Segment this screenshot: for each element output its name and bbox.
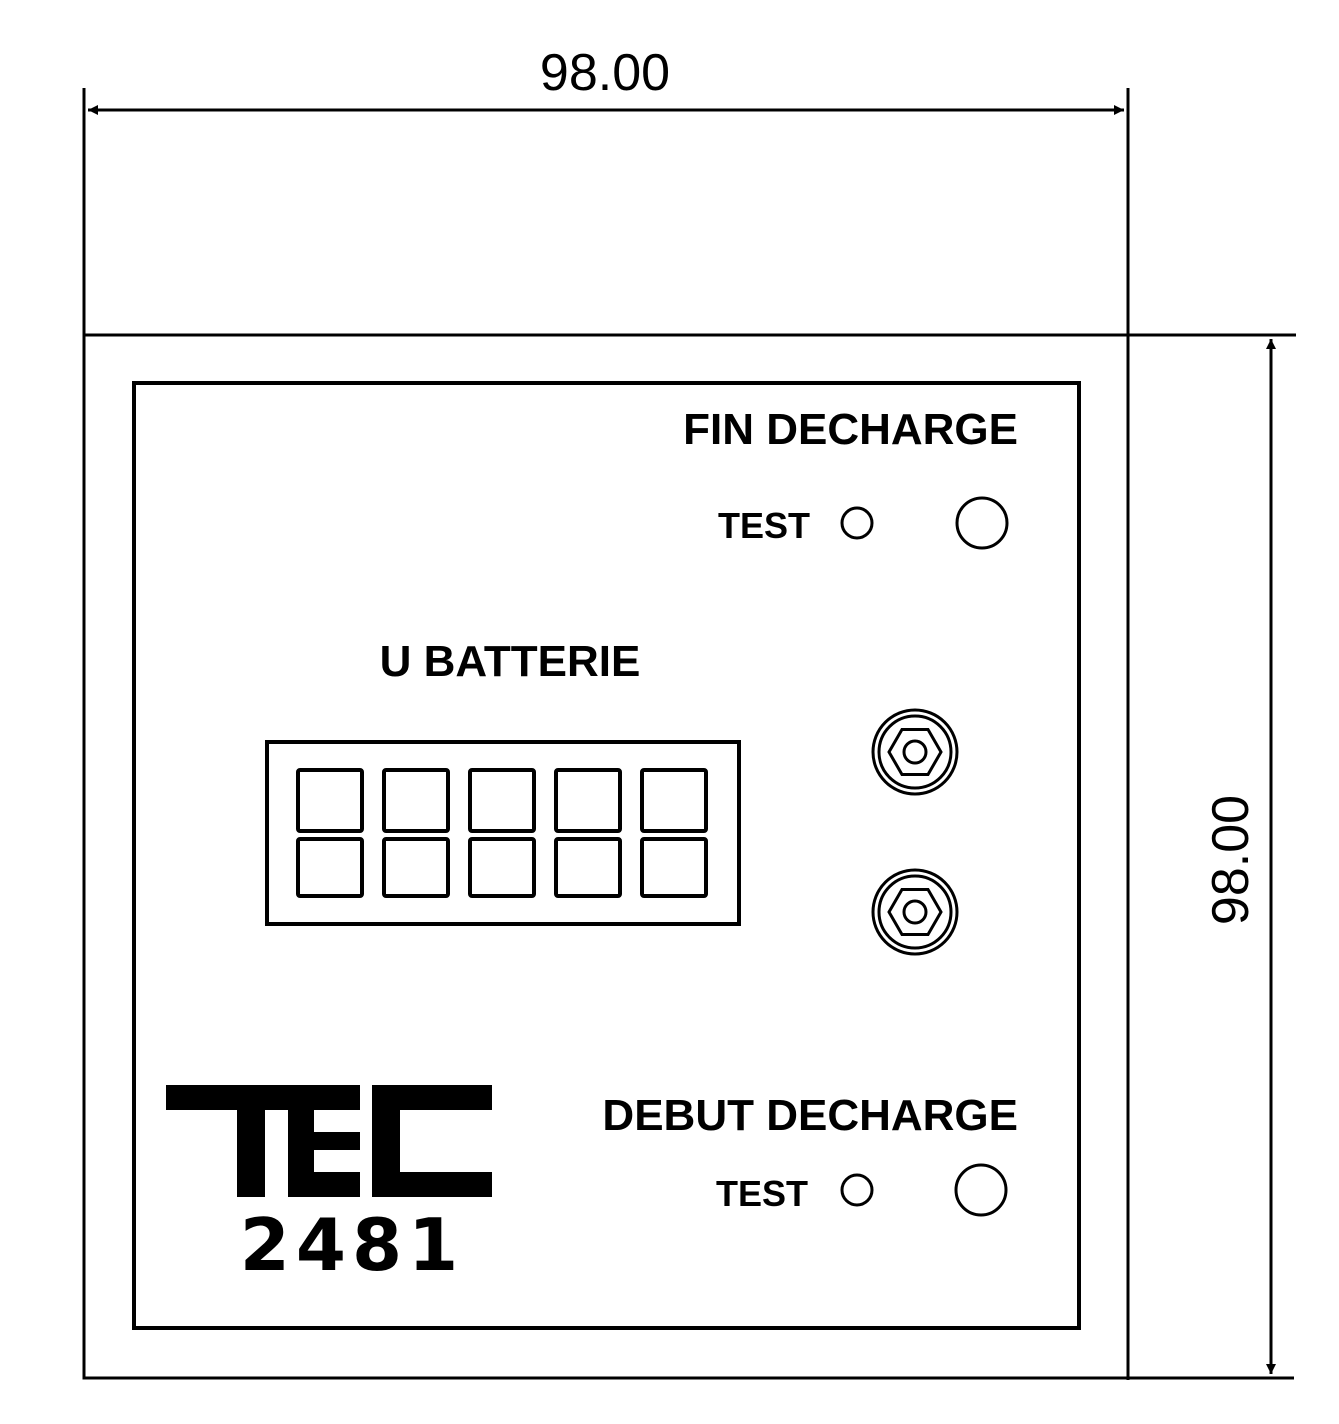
width-dimension-label: 98.00 — [540, 44, 670, 102]
tec-logo — [166, 1085, 492, 1197]
terminal-bottom — [871, 868, 959, 956]
display-window — [265, 740, 741, 926]
debut-decharge-title: DEBUT DECHARGE — [602, 1091, 1018, 1140]
display-digit — [554, 768, 622, 898]
display-digit — [382, 768, 450, 898]
digit-upper-segments — [468, 768, 536, 833]
seven-segment-display — [265, 740, 741, 926]
model-number: 2481 — [240, 1203, 464, 1287]
debut-decharge-section: DEBUT DECHARGE TEST — [602, 1091, 1018, 1217]
logo-t-stem — [237, 1085, 265, 1197]
height-dimension-label: 98.00 — [1202, 795, 1260, 925]
logo-e-middle — [288, 1132, 360, 1150]
logo-e-bottom — [288, 1172, 360, 1197]
debut-test-label: TEST — [716, 1173, 808, 1214]
logo-c-top — [372, 1085, 492, 1110]
fin-decharge-button[interactable] — [955, 496, 1009, 550]
display-digit — [640, 768, 708, 898]
outer-housing — [82, 333, 1130, 1380]
fin-decharge-section: FIN DECHARGE TEST — [683, 405, 1018, 550]
fin-test-led — [840, 506, 874, 540]
terminal-bottom-hex-nut — [887, 888, 943, 936]
terminal-top-hex-nut — [887, 728, 943, 776]
front-panel — [132, 381, 1081, 1330]
logo-e-top — [288, 1085, 360, 1110]
u-batterie-title: U BATTERIE — [380, 637, 641, 686]
debut-test-led — [840, 1173, 874, 1207]
digit-upper-segments — [296, 768, 364, 833]
digit-lower-segments — [382, 837, 450, 898]
digit-lower-segments — [468, 837, 536, 898]
digit-lower-segments — [640, 837, 708, 898]
display-digit — [468, 768, 536, 898]
digit-upper-segments — [382, 768, 450, 833]
fin-test-label: TEST — [718, 505, 810, 546]
digit-upper-segments — [640, 768, 708, 833]
terminal-top — [871, 708, 959, 796]
fin-decharge-title: FIN DECHARGE — [683, 405, 1018, 454]
display-digits — [296, 768, 708, 898]
digit-upper-segments — [554, 768, 622, 833]
logo-c-bottom — [372, 1172, 492, 1197]
display-digit — [296, 768, 364, 898]
debut-decharge-button[interactable] — [954, 1163, 1008, 1217]
digit-lower-segments — [296, 837, 364, 898]
digit-lower-segments — [554, 837, 622, 898]
